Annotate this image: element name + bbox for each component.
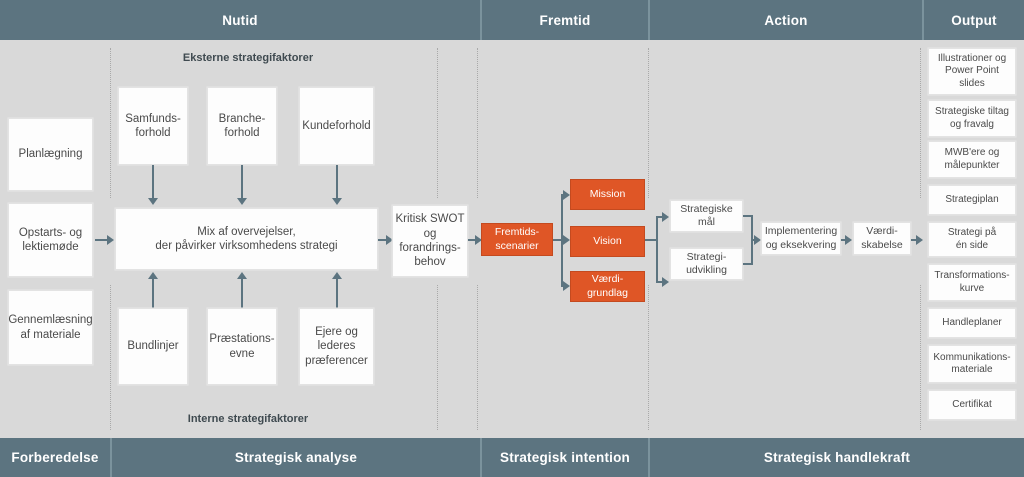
box-strategiudvikling[interactable]: Strategi- udvikling: [670, 248, 743, 280]
footer-column-strategisk-analyse: Strategisk analyse: [110, 438, 480, 477]
connector-vaerdi-to-output: [911, 239, 920, 241]
lane-divider-5a: [920, 48, 921, 198]
box-brancheforhold[interactable]: Branche- forhold: [207, 87, 277, 165]
lane-divider-5b: [920, 285, 921, 430]
box-implementering-eksekvering[interactable]: Implementering og eksekvering: [761, 222, 841, 255]
box-kundeforhold[interactable]: Kundeforhold: [299, 87, 374, 165]
header-column-output: Output: [922, 0, 1024, 40]
box-strategiske-maal[interactable]: Strategiske mål: [670, 200, 743, 232]
connector-to-strategiudvikling: [656, 281, 664, 283]
arrowhead-impl-to-vaerdi: [845, 235, 852, 245]
connector-praestations-up: [241, 278, 243, 308]
connector-maal-merge: [743, 215, 753, 217]
footer-column-strategisk-handlekraft: Strategisk handlekraft: [648, 438, 1024, 477]
output-item-transformationskurve[interactable]: Transformations- kurve: [928, 264, 1016, 301]
footer-label-strategisk-handlekraft: Strategisk handlekraft: [763, 450, 911, 465]
caption-external-factors: Eksterne strategifaktorer: [182, 52, 314, 64]
connector-udvikling-merge: [743, 263, 753, 265]
footer-label-forberedelse: Forberedelse: [11, 450, 99, 465]
connector-scenarier-out: [553, 239, 563, 241]
arrowhead-to-implementering: [754, 235, 761, 245]
arrowhead-swot-to-scenarier: [475, 235, 482, 245]
connector-kunde-down: [336, 165, 338, 201]
box-mission[interactable]: Mission: [570, 179, 645, 210]
arrowhead-branche-down: [237, 198, 247, 205]
box-samfundsforhold[interactable]: Samfunds- forhold: [118, 87, 188, 165]
output-item-strategiske-tiltag[interactable]: Strategiske tiltag og fravalg: [928, 100, 1016, 137]
output-item-handleplaner[interactable]: Handleplaner: [928, 308, 1016, 338]
lane-divider-1b: [110, 285, 111, 430]
arrowhead-to-mission: [563, 190, 570, 200]
box-vaerdigrundlag[interactable]: Værdi- grundlag: [570, 271, 645, 302]
lane-divider-2b: [437, 285, 438, 430]
header-column-fremtid: Fremtid: [480, 0, 648, 40]
arrowhead-bundlinjer-up: [148, 272, 158, 279]
arrowhead-to-strategiudvikling: [662, 277, 669, 287]
connector-ejere-up: [336, 278, 338, 308]
box-kritisk-swot[interactable]: Kritisk SWOT og forandrings- behov: [392, 205, 468, 277]
box-vision[interactable]: Vision: [570, 226, 645, 257]
lane-divider-3b: [477, 285, 478, 430]
connector-mix-to-swot: [378, 239, 390, 241]
connector-action-spine: [656, 216, 658, 283]
header-column-action: Action: [648, 0, 922, 40]
connector-vision-out: [645, 239, 658, 241]
box-praestationsevne[interactable]: Præstations- evne: [207, 308, 277, 385]
box-ejere-lederes-praeferencer[interactable]: Ejere og lederes præferencer: [299, 308, 374, 385]
header-label-fremtid: Fremtid: [539, 12, 591, 28]
output-item-strategiplan[interactable]: Strategiplan: [928, 185, 1016, 215]
output-item-strategi-paa-en-side[interactable]: Strategi på én side: [928, 222, 1016, 257]
connector-prep-to-mix: [95, 239, 109, 241]
header-column-nutid: Nutid: [0, 0, 480, 40]
connector-branche-down: [241, 165, 243, 201]
box-gennemlaesning-materiale[interactable]: Gennemlæsning af materiale: [8, 290, 93, 365]
arrowhead-to-vision: [563, 235, 570, 245]
arrowhead-vaerdi-to-output: [916, 235, 923, 245]
lane-divider-2a: [437, 48, 438, 198]
connector-to-strategiske-maal: [656, 216, 664, 218]
output-item-kommunikationsmateriale[interactable]: Kommunikations- materiale: [928, 345, 1016, 383]
box-fremtidsscenarier[interactable]: Fremtids- scenarier: [481, 223, 553, 256]
lane-divider-4b: [648, 285, 649, 430]
lane-divider-1a: [110, 48, 111, 198]
connector-samfunds-down: [152, 165, 154, 201]
box-planlaegning[interactable]: Planlægning: [8, 118, 93, 191]
connector-bundlinjer-up: [152, 278, 154, 308]
footer-column-forberedelse: Forberedelse: [0, 438, 110, 477]
footer-bar: Forberedelse Strategisk analyse Strategi…: [0, 438, 1024, 477]
arrowhead-prep-to-mix: [107, 235, 114, 245]
arrowhead-to-vaerdigrundlag: [563, 281, 570, 291]
header-label-output: Output: [951, 12, 997, 28]
diagram-body: Eksterne strategifaktorer Interne strate…: [0, 40, 1024, 438]
output-item-illustrationer[interactable]: Illustrationer og Power Point slides: [928, 48, 1016, 95]
header-label-action: Action: [764, 12, 808, 28]
arrowhead-ejere-up: [332, 272, 342, 279]
arrowhead-to-strategiske-maal: [662, 212, 669, 222]
box-mix-af-overvejelser[interactable]: Mix af overvejelser, der påvirker virkso…: [115, 208, 378, 270]
arrowhead-samfunds-down: [148, 198, 158, 205]
arrowhead-praestations-up: [237, 272, 247, 279]
lane-divider-4a: [648, 48, 649, 198]
output-item-mwb[interactable]: MWB'ere og målepunkter: [928, 141, 1016, 178]
box-vaerdiskabelse[interactable]: Værdi- skabelse: [853, 222, 911, 255]
footer-label-strategisk-analyse: Strategisk analyse: [234, 450, 358, 465]
arrowhead-kunde-down: [332, 198, 342, 205]
arrowhead-mix-to-swot: [386, 235, 393, 245]
box-bundlinjer[interactable]: Bundlinjer: [118, 308, 188, 385]
header-bar: Nutid Fremtid Action Output: [0, 0, 1024, 40]
header-label-nutid: Nutid: [222, 12, 258, 28]
box-opstarts-lektiemoede[interactable]: Opstarts- og lektiemøde: [8, 203, 93, 277]
footer-label-strategisk-intention: Strategisk intention: [499, 450, 630, 465]
footer-column-strategisk-intention: Strategisk intention: [480, 438, 648, 477]
output-item-certifikat[interactable]: Certifikat: [928, 390, 1016, 420]
lane-divider-3a: [477, 48, 478, 198]
connector-swot-to-scenarier: [468, 239, 479, 241]
caption-internal-factors: Interne strategifaktorer: [187, 413, 309, 425]
